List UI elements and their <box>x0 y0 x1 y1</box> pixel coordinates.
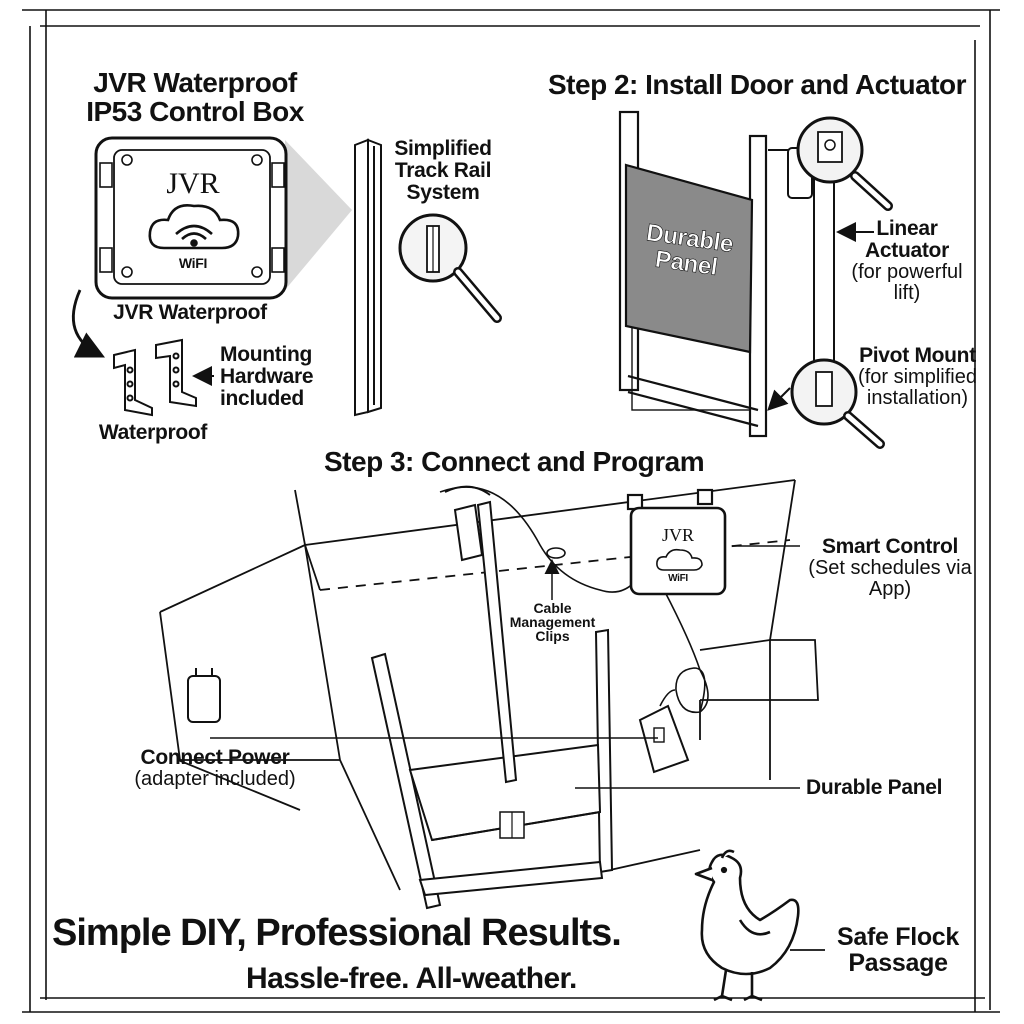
door-panel <box>624 163 754 354</box>
power-label-title: Connect Power <box>140 746 290 769</box>
clips-label-line2: Management <box>509 614 596 630</box>
control-box-title-line2: IP53 Control Box <box>86 96 304 128</box>
step3-actuator <box>444 485 518 784</box>
step3-title: Step 3: Connect and Program <box>324 446 705 477</box>
step3-panel-label: Durable Panel <box>806 776 943 799</box>
smart-box-brand: JVR <box>661 525 694 545</box>
mounting-bracket <box>113 338 197 417</box>
footer-subline: Hassle-free. All-weather. <box>246 962 577 995</box>
track-label-line2: Track Rail <box>394 159 492 183</box>
track-label-line1: Simplified <box>394 137 492 160</box>
mounting-label-line1: Mounting <box>220 343 313 366</box>
flock-label-line1: Safe Flock <box>836 923 960 951</box>
linear-actuator <box>768 147 835 401</box>
magnifier-icon <box>796 116 893 211</box>
mounting-label-line3: included <box>220 387 304 411</box>
mounting-label-line2: Hardware <box>220 365 314 389</box>
box-brand-label: JVR <box>166 167 220 200</box>
pivot-label-line1: Pivot Mount <box>859 344 976 367</box>
control-box-caption: JVR Waterproof <box>113 301 267 324</box>
magnifier-icon <box>398 213 502 323</box>
pivot-note-line1: (for simplified <box>858 366 977 389</box>
smart-box-wifi: WiFI <box>668 573 688 584</box>
clips-label: Cable Management Clips <box>505 601 600 643</box>
actuator-label: Linear Actuator (for powerful lift) <box>842 217 972 305</box>
pivot-note-line2: installation) <box>866 387 969 410</box>
footer-headline: Simple DIY, Professional Results. <box>52 912 622 954</box>
control-box <box>94 136 352 300</box>
power-adapter <box>187 668 690 774</box>
track-label-line3: System <box>406 181 480 205</box>
page-frame <box>22 9 1000 1013</box>
step2-title: Step 2: Install Door and Actuator <box>548 69 967 100</box>
chicken-icon <box>694 849 800 1002</box>
smart-control-label: Smart Control (Set schedules via App) <box>800 535 980 601</box>
smart-control-box <box>626 488 727 596</box>
actuator-label-line2: Actuator <box>865 239 949 263</box>
wifi-cloud-icon <box>148 204 240 250</box>
clips-label-line1: Cable <box>533 600 572 616</box>
track-label: Simplified Track Rail System <box>378 137 508 205</box>
flock-label-line2: Passage <box>848 949 948 978</box>
step3-door-frame <box>370 628 614 910</box>
actuator-note-line1: (for powerful <box>851 261 963 284</box>
smart-control-title: Smart Control <box>821 535 959 558</box>
actuator-note-line2: lift) <box>893 282 921 305</box>
pivot-leader-arrow <box>767 387 791 411</box>
control-box-title-line1: JVR Waterproof <box>93 67 297 98</box>
actuator-label-line1: Linear <box>876 217 938 240</box>
track-rail <box>354 138 382 417</box>
mounting-label: Mounting Hardware included <box>220 343 314 411</box>
clips-label-line3: Clips <box>535 628 570 644</box>
flock-label: Safe Flock Passage <box>828 924 968 977</box>
arrow-icon <box>72 289 106 358</box>
power-label: Connect Power (adapter included) <box>115 746 315 791</box>
smart-control-note-line2: App) <box>868 578 912 601</box>
mounting-caption: Waterproof <box>98 421 208 444</box>
magnifier-icon <box>790 358 885 449</box>
smart-control-note-line1: (Set schedules via <box>808 557 972 580</box>
step3-door-panel <box>408 743 602 842</box>
control-box-title: JVR Waterproof IP53 Control Box <box>80 68 310 127</box>
power-label-note: (adapter included) <box>134 768 296 791</box>
box-wifi-label: WiFI <box>178 255 208 271</box>
pivot-label: Pivot Mount (for simplified installation… <box>850 344 985 410</box>
